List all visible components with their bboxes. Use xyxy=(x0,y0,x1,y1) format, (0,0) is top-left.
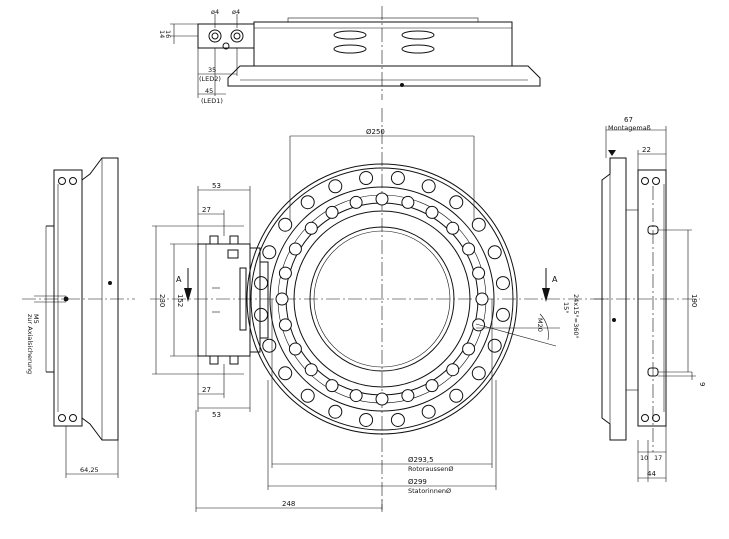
stator-bolt-hole xyxy=(421,404,436,419)
rotor-bolt-hole xyxy=(446,221,460,235)
stator-bolt-hole xyxy=(390,412,405,427)
m5-label: M5 xyxy=(32,314,40,324)
front-view: Ø250 Ø293,5 RotoraussenØ Ø299 Statorinne… xyxy=(150,108,610,512)
stator-bolt-hole xyxy=(471,366,486,381)
rotor-bolt-hole xyxy=(325,205,339,219)
dim-17: 17 xyxy=(654,454,662,462)
section-a-left: A xyxy=(176,275,182,284)
top-height-14: 14 xyxy=(158,30,166,38)
left-side-view: M5 zur Axialsicherung 64,25 xyxy=(22,157,135,478)
rotor-bolt-hole xyxy=(304,221,318,235)
stator-bolt-hole xyxy=(359,412,374,427)
rotor-bolt-hole xyxy=(325,379,339,393)
stator-bolt-hole xyxy=(487,245,502,260)
dim-27-top: 27 xyxy=(202,206,211,214)
top-view: ø4 ø4 16 14 35 (LED2) 45 (LED1) xyxy=(158,6,541,105)
stator-bolt-hole xyxy=(495,307,510,322)
rotor-bolt-hole xyxy=(472,266,486,280)
rotor-bolt-hole xyxy=(401,389,415,403)
dim-67: 67 xyxy=(624,116,633,124)
led2-dimension: 35 xyxy=(208,66,216,74)
right-section-view: 67 Montagemaß 22 190 9 10 17 44 xyxy=(594,116,706,482)
stator-bolt-hole xyxy=(449,195,464,210)
rotor-bolt-hole xyxy=(375,392,389,406)
section-a-right: A xyxy=(552,275,558,284)
stator-bolt-hole xyxy=(359,171,374,186)
stator-bolt-hole xyxy=(254,307,269,322)
stator-bolt-hole xyxy=(300,195,315,210)
mounting-dimension-label: Montagemaß xyxy=(608,124,651,132)
rotor-bolt-hole xyxy=(401,195,415,209)
rotor-bolt-hole xyxy=(288,342,302,356)
top-height-16: 16 xyxy=(164,30,172,38)
rotor-bolt-hole xyxy=(375,192,389,206)
stator-bolt-hole xyxy=(471,217,486,232)
top-led-diameter-b: ø4 xyxy=(232,8,240,16)
dim-53-bottom: 53 xyxy=(212,411,221,419)
dim-230: 230 xyxy=(158,294,166,307)
stator-bolt-hole xyxy=(254,276,269,291)
stator-bolt-hole xyxy=(262,245,277,260)
diameter-250: Ø250 xyxy=(366,128,385,136)
dim-64-25: 64,25 xyxy=(80,466,99,474)
connector-box: 53 27 27 53 230 152 xyxy=(152,182,269,419)
rotor-bolt-hole xyxy=(462,342,476,356)
stator-bolt-hole xyxy=(487,338,502,353)
stator-bolt-hole xyxy=(262,338,277,353)
stator-bolt-hole xyxy=(278,217,293,232)
rotor-bolt-hole xyxy=(425,379,439,393)
top-led-diameter-a: ø4 xyxy=(211,8,219,16)
stator-bolt-hole xyxy=(328,404,343,419)
stator-bolt-hole xyxy=(421,179,436,194)
rotor-outer-label: RotoraussenØ xyxy=(408,465,454,473)
rotor-bolt-hole xyxy=(349,389,363,403)
rotor-bolt-hole xyxy=(288,242,302,256)
rotor-bolt-hole xyxy=(278,318,292,332)
rotor-bolt-hole xyxy=(462,242,476,256)
stator-inner-label: StatorinnenØ xyxy=(408,487,451,495)
m20-label: M20 xyxy=(536,318,544,332)
rotor-bolt-hole xyxy=(278,266,292,280)
rotor-bolt-hole xyxy=(446,363,460,377)
dim-10: 10 xyxy=(640,454,648,462)
dim-152: 152 xyxy=(176,294,184,307)
stator-bolt-hole xyxy=(278,366,293,381)
led1-dimension: 45 xyxy=(205,87,213,95)
rotor-bolt-hole xyxy=(425,205,439,219)
led2-label: (LED2) xyxy=(199,75,221,83)
rotor-bolt-hole xyxy=(475,292,489,306)
dim-53-top: 53 xyxy=(212,182,221,190)
diameter-293-5: Ø293,5 xyxy=(408,456,434,464)
rotor-hole-circle xyxy=(275,192,489,406)
dim-27-bottom: 27 xyxy=(202,386,211,394)
stator-hole-circle xyxy=(254,171,510,427)
stator-bolt-hole xyxy=(328,179,343,194)
rotor-bolt-hole xyxy=(304,363,318,377)
dim-44: 44 xyxy=(647,470,656,478)
dim-9: 9 xyxy=(698,382,706,386)
led1-label: (LED1) xyxy=(201,97,223,105)
dim-22: 22 xyxy=(642,146,651,154)
axial-lock-label: zur Axialsicherung xyxy=(26,314,34,374)
stator-bolt-hole xyxy=(449,388,464,403)
stator-bolt-hole xyxy=(495,276,510,291)
dim-248: 248 xyxy=(282,500,295,508)
rotor-bolt-hole xyxy=(349,195,363,209)
hole-pitch: 24x15°=360° xyxy=(572,294,580,339)
dim-190: 190 xyxy=(690,294,698,307)
stator-bolt-hole xyxy=(300,388,315,403)
diameter-299: Ø299 xyxy=(408,478,427,486)
rotor-bolt-hole xyxy=(275,292,289,306)
angle-15: 15° xyxy=(562,302,570,314)
stator-bolt-hole xyxy=(390,171,405,186)
